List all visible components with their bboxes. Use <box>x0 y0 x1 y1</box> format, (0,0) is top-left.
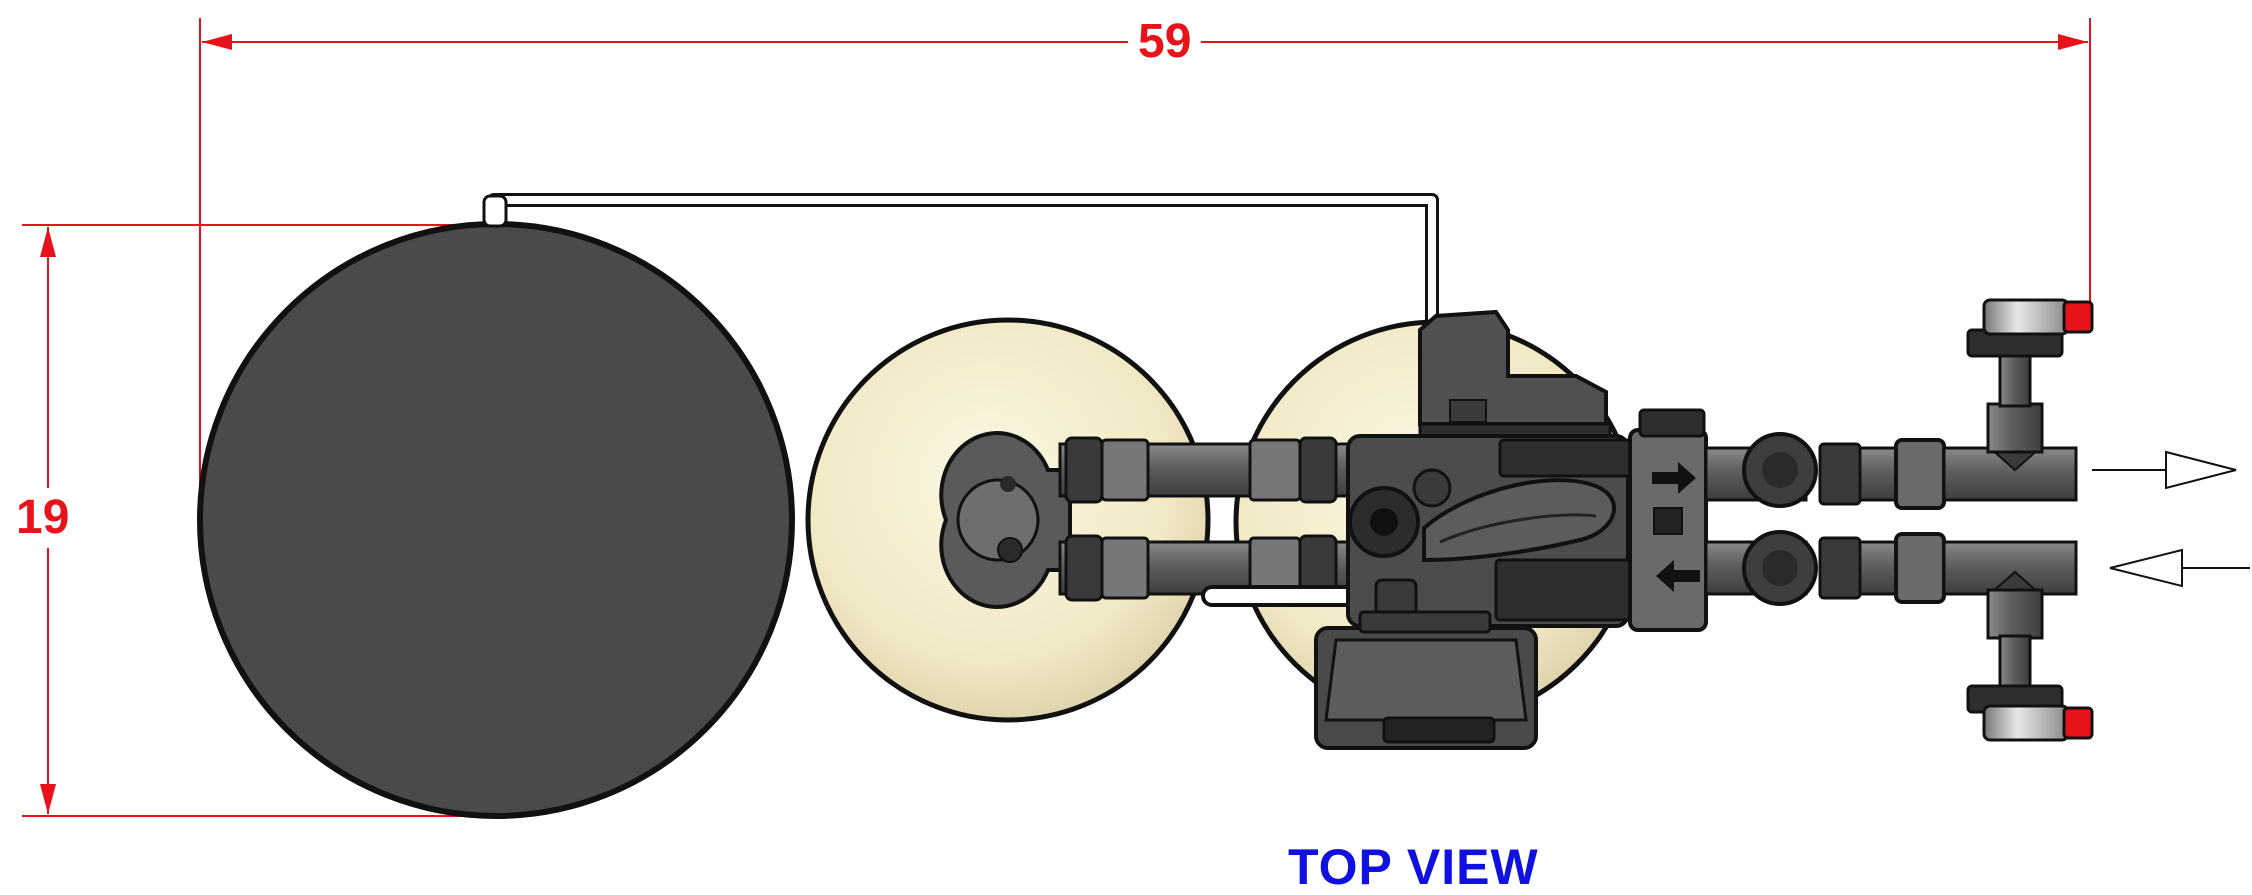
control-valve-top <box>1418 309 1612 442</box>
overall-height-label: 19 <box>16 488 70 548</box>
outlet-plumbing <box>1704 298 2094 510</box>
bypass-arrow-left-icon <box>1656 560 1700 592</box>
upper-pipe <box>1058 436 1362 504</box>
flow-in-arrow-icon <box>2109 548 2250 588</box>
lower-pipe <box>1058 534 1391 607</box>
bypass-block <box>1494 408 1708 632</box>
flow-out-arrow-icon <box>2092 450 2237 490</box>
brine-tank <box>197 221 795 819</box>
left-tank-head <box>939 431 1072 609</box>
timer-head <box>1314 610 1538 750</box>
bypass-indicator <box>1653 507 1683 535</box>
view-title: TOP VIEW <box>1288 839 1539 895</box>
brine-elbow <box>482 194 508 228</box>
bypass-arrow-right-icon <box>1652 462 1696 494</box>
overall-width-label: 59 <box>1128 18 1202 66</box>
inlet-plumbing <box>1704 530 2094 742</box>
